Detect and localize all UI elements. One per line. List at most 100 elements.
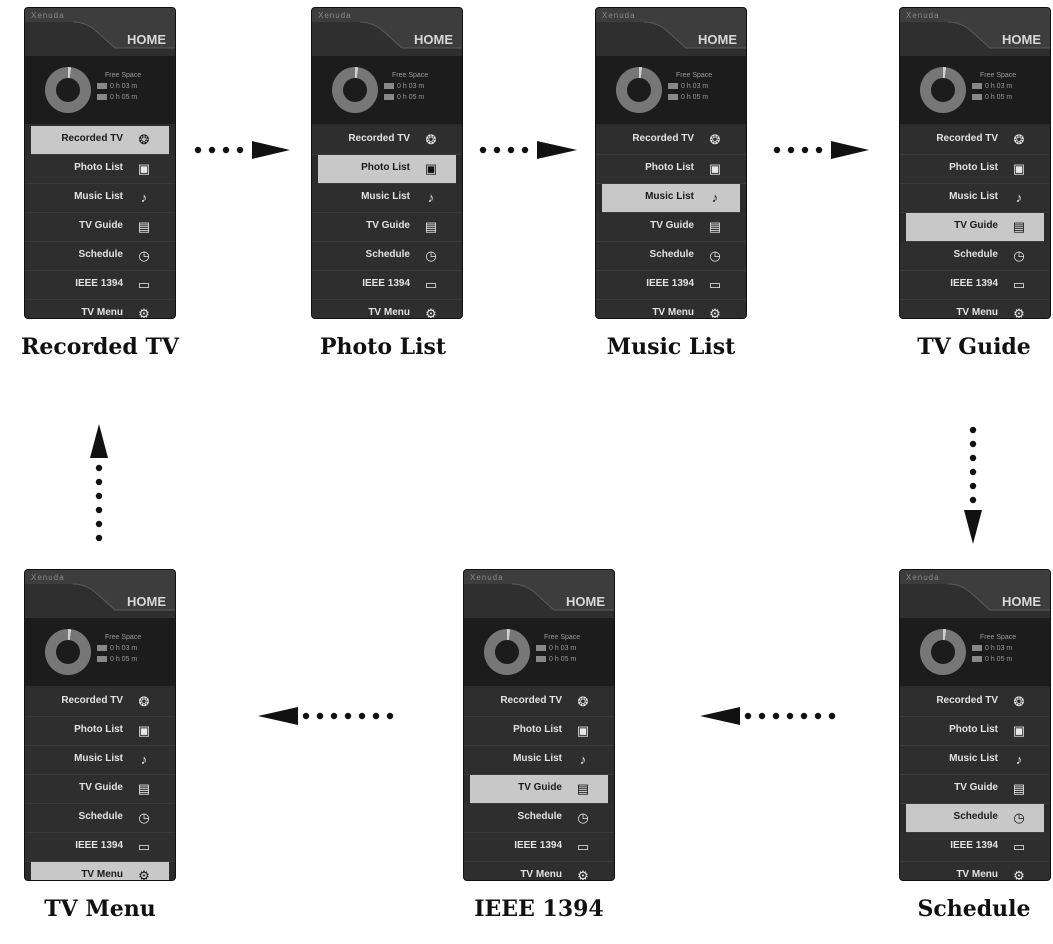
menu-item-label: Photo List <box>74 162 123 173</box>
menu-item-tv-menu[interactable]: TV Menu⚙ <box>596 300 746 318</box>
menu-item-music-list[interactable]: Music List♪ <box>312 184 462 213</box>
menu-item-tv-guide[interactable]: TV Guide▤ <box>470 775 608 804</box>
clock-icon: ◷ <box>138 810 150 825</box>
free-space-label: Free Space <box>105 634 142 641</box>
menu-item-tv-menu[interactable]: TV Menu⚙ <box>31 862 169 880</box>
menu-item-schedule[interactable]: Schedule◷ <box>906 804 1044 833</box>
menu-item-label: TV Menu <box>956 307 998 318</box>
menu-item-photo-list[interactable]: Photo List▣ <box>25 717 175 746</box>
menu-item-label: Recorded TV <box>348 133 410 144</box>
menu-item-tv-menu[interactable]: TV Menu⚙ <box>464 862 614 880</box>
arrow-music-to-guide <box>773 141 869 159</box>
menu-item-tv-menu[interactable]: TV Menu ⚙ <box>900 862 1050 880</box>
menu-item-schedule[interactable]: Schedule◷ <box>596 242 746 271</box>
menu-item-photo-list[interactable]: Photo List▣ <box>25 155 175 184</box>
menu-item-ieee-1394[interactable]: IEEE 1394▭ <box>900 833 1050 862</box>
menu-item-label: IEEE 1394 <box>362 278 410 289</box>
menu-item-label: Music List <box>513 753 562 764</box>
free-space-hd: 0 h 03 m <box>972 645 1012 652</box>
menu-item-tv-menu[interactable]: TV Menu⚙ <box>25 300 175 318</box>
music-note-icon: ♪ <box>140 190 148 205</box>
menu-item-ieee-1394[interactable]: IEEE 1394▭ <box>464 833 614 862</box>
menu-item-music-list[interactable]: Music List ♪ <box>25 184 175 213</box>
menu-item-schedule[interactable]: Schedule◷ <box>464 804 614 833</box>
menu-item-music-list[interactable]: Music List♪ <box>25 746 175 775</box>
menu-item-photo-list[interactable]: Photo List▣ <box>596 155 746 184</box>
menu-item-photo-list[interactable]: Photo List▣ <box>900 717 1050 746</box>
free-space-sd: 0 h 05 m <box>384 94 424 101</box>
free-space-sd: 0 h 05 m <box>972 94 1012 101</box>
menu-item-ieee-1394[interactable]: IEEE 1394 ▭ <box>900 271 1050 300</box>
menu-item-music-list[interactable]: Music List ♪ <box>464 746 614 775</box>
free-space-label: Free Space <box>980 634 1017 641</box>
photo-icon: ▣ <box>1012 723 1026 738</box>
photo-icon: ▣ <box>137 723 151 738</box>
menu-item-tv-guide[interactable]: TV Guide▤ <box>25 775 175 804</box>
free-space-sd: 0 h 05 m <box>668 94 708 101</box>
menu-item-music-list[interactable]: Music List♪ <box>900 184 1050 213</box>
reel-icon: ❂ <box>1013 132 1025 147</box>
menu-item-label: TV Menu <box>956 869 998 880</box>
menu-item-recorded-tv[interactable]: Recorded TV❂ <box>31 126 169 155</box>
clock-icon: ◷ <box>1013 248 1025 263</box>
step-caption: Photo List <box>319 334 447 360</box>
menu-item-photo-list[interactable]: Photo List▣ <box>464 717 614 746</box>
menu-item-tv-guide[interactable]: TV Guide▤ <box>906 213 1044 242</box>
menu-item-photo-list[interactable]: Photo List▣ <box>318 155 456 184</box>
menu-item-label: Recorded TV <box>61 133 123 144</box>
menu-item-tv-menu[interactable]: TV Menu⚙ <box>900 300 1050 318</box>
photo-icon: ▣ <box>708 161 722 176</box>
menu-item-photo-list[interactable]: Photo List▣ <box>900 155 1050 184</box>
ieee-1394-icon: ▭ <box>1012 277 1026 292</box>
menu-item-label: Music List <box>74 191 123 202</box>
tv-guide-icon: ▤ <box>576 781 590 796</box>
menu-item-recorded-tv[interactable]: Recorded TV❂ <box>25 688 175 717</box>
menu-item-recorded-tv[interactable]: Recorded TV❂ <box>900 688 1050 717</box>
free-space-hd: 0 h 03 m <box>97 83 137 90</box>
menu-item-schedule[interactable]: Schedule◷ <box>25 242 175 271</box>
menu-item-music-list[interactable]: Music List♪ <box>602 184 740 213</box>
menu-item-recorded-tv[interactable]: Recorded TV ❂ <box>900 126 1050 155</box>
home-menu-list: Recorded TV ❂ Photo List▣Music List♪TV Gui… <box>900 126 1050 318</box>
menu-item-recorded-tv[interactable]: Recorded TV❂ <box>464 688 614 717</box>
menu-item-ieee-1394[interactable]: IEEE 1394▭ <box>25 833 175 862</box>
menu-item-schedule[interactable]: Schedule◷ <box>900 242 1050 271</box>
menu-item-tv-guide[interactable]: TV Guide▤ <box>900 775 1050 804</box>
menu-item-label: IEEE 1394 <box>950 278 998 289</box>
menu-item-tv-menu[interactable]: TV Menu⚙ <box>312 300 462 318</box>
clock-icon: ◷ <box>138 248 150 263</box>
menu-item-ieee-1394[interactable]: IEEE 1394▭ <box>25 271 175 300</box>
menu-item-tv-guide[interactable]: TV Guide▤ <box>25 213 175 242</box>
menu-item-ieee-1394[interactable]: IEEE 1394▭ <box>596 271 746 300</box>
arrow-guide-to-schedule <box>964 426 982 544</box>
menu-item-schedule[interactable]: Schedule◷ <box>25 804 175 833</box>
brand-logo: Xenuda <box>470 573 504 582</box>
ieee-1394-icon: ▭ <box>708 277 722 292</box>
menu-item-label: Recorded TV <box>936 133 998 144</box>
gear-icon: ⚙ <box>425 306 437 318</box>
menu-item-label: TV Menu <box>652 307 694 318</box>
arrow-menu-to-recorded <box>90 424 108 542</box>
menu-item-tv-guide[interactable]: TV Guide▤ <box>596 213 746 242</box>
menu-item-recorded-tv[interactable]: Recorded TV❂ <box>596 126 746 155</box>
menu-item-tv-guide[interactable]: TV Guide▤ <box>312 213 462 242</box>
free-space-label: Free Space <box>544 634 581 641</box>
arrow-photo-to-music <box>479 141 577 159</box>
music-note-icon: ♪ <box>140 752 148 767</box>
menu-item-music-list[interactable]: Music List♪ <box>900 746 1050 775</box>
home-menu-list: Recorded TV❂Photo List▣Music List♪TV Gui… <box>25 688 175 880</box>
menu-item-recorded-tv[interactable]: Recorded TV❂ <box>312 126 462 155</box>
gear-icon: ⚙ <box>1013 868 1025 880</box>
menu-item-ieee-1394[interactable]: IEEE 1394▭ <box>312 271 462 300</box>
music-note-icon: ♪ <box>579 752 587 767</box>
menu-item-schedule[interactable]: Schedule◷ <box>312 242 462 271</box>
menu-item-label: TV Guide <box>366 220 410 231</box>
music-note-icon: ♪ <box>1015 190 1023 205</box>
menu-item-label: IEEE 1394 <box>514 840 562 851</box>
